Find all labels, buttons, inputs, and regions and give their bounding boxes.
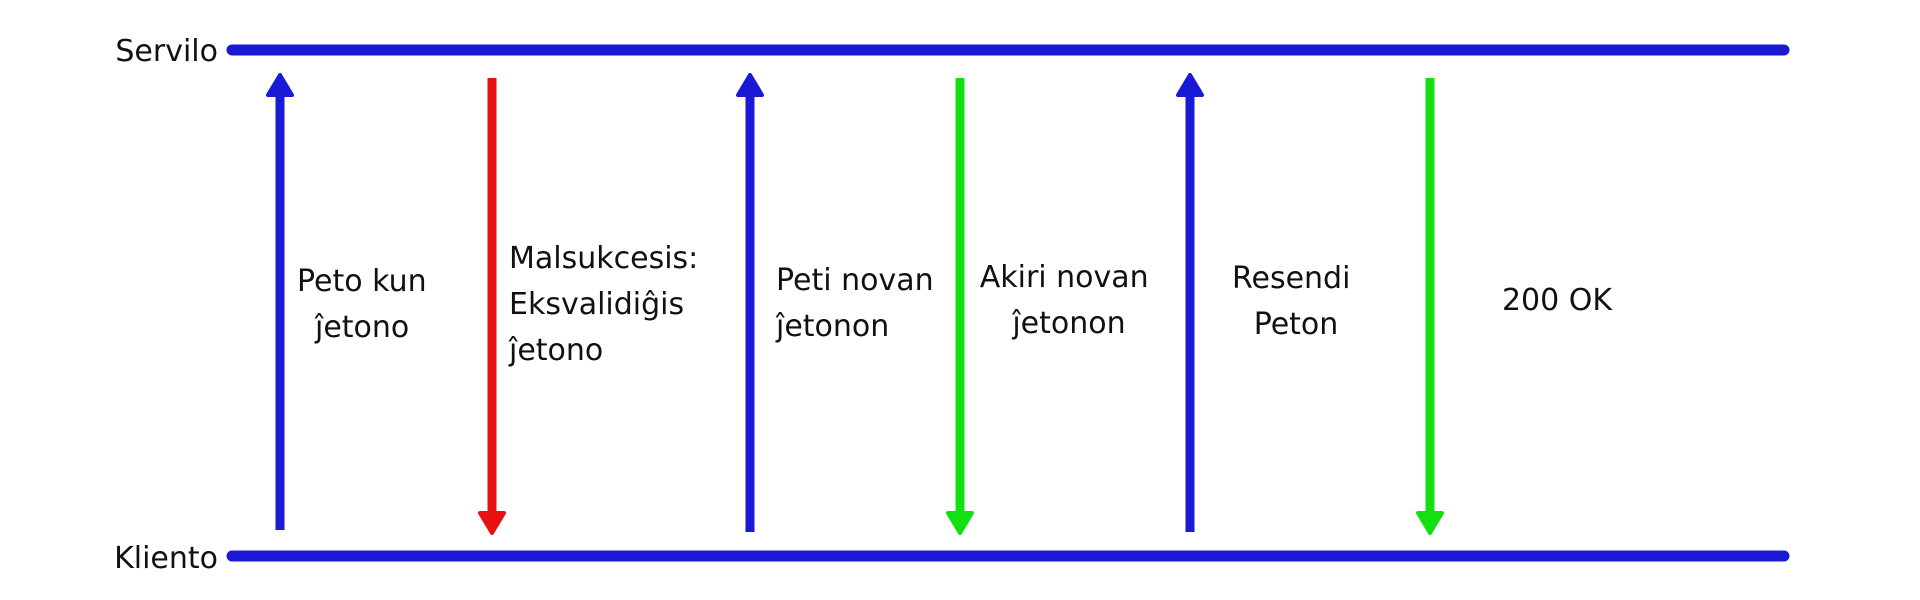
message-label-4-line-2: ĵetonon: [1011, 306, 1125, 341]
message-label-2-line-2: Eksvalidiĝis: [509, 287, 684, 322]
message-label-2-line-1: Malsukcesis:: [509, 241, 698, 276]
message-arrowhead-2: [478, 511, 506, 535]
message-label-1-line-2: ĵetono: [314, 310, 409, 345]
message-arrow-6: [1416, 78, 1444, 535]
message-arrowhead-4: [946, 511, 974, 535]
message-arrow-5: [1176, 73, 1204, 532]
message-arrowhead-6: [1416, 511, 1444, 535]
message-arrow-1: [266, 73, 294, 530]
message-arrowhead-3: [736, 73, 764, 97]
message-arrow-3: [736, 73, 764, 532]
message-label-3: Peti novan ĵetonon: [775, 263, 943, 344]
message-arrow-4: [946, 78, 974, 535]
message-label-3-line-2: ĵetonon: [775, 309, 889, 344]
client-label: Kliento: [114, 541, 218, 576]
message-label-5-line-2: Peton: [1254, 307, 1339, 342]
message-arrow-2: [478, 78, 506, 535]
message-label-6: 200 OK: [1502, 283, 1613, 318]
message-arrowhead-5: [1176, 73, 1204, 97]
message-label-6-line-1: 200 OK: [1502, 283, 1613, 318]
message-label-3-line-1: Peti novan: [776, 263, 934, 298]
message-label-5-line-1: Resendi: [1232, 261, 1350, 296]
message-label-1-line-1: Peto kun: [297, 264, 427, 299]
message-label-1: Peto kun ĵetono: [297, 264, 436, 345]
message-label-4-line-1: Akiri novan: [980, 260, 1149, 295]
message-label-2-line-3: ĵetono: [508, 333, 603, 368]
message-label-5: Resendi Peton: [1232, 261, 1360, 342]
message-label-2: Malsukcesis: Eksvalidiĝis ĵetono: [508, 241, 708, 368]
message-label-4: Akiri novan ĵetonon: [980, 260, 1159, 341]
server-label: Servilo: [115, 34, 218, 69]
message-arrowhead-1: [266, 73, 294, 97]
